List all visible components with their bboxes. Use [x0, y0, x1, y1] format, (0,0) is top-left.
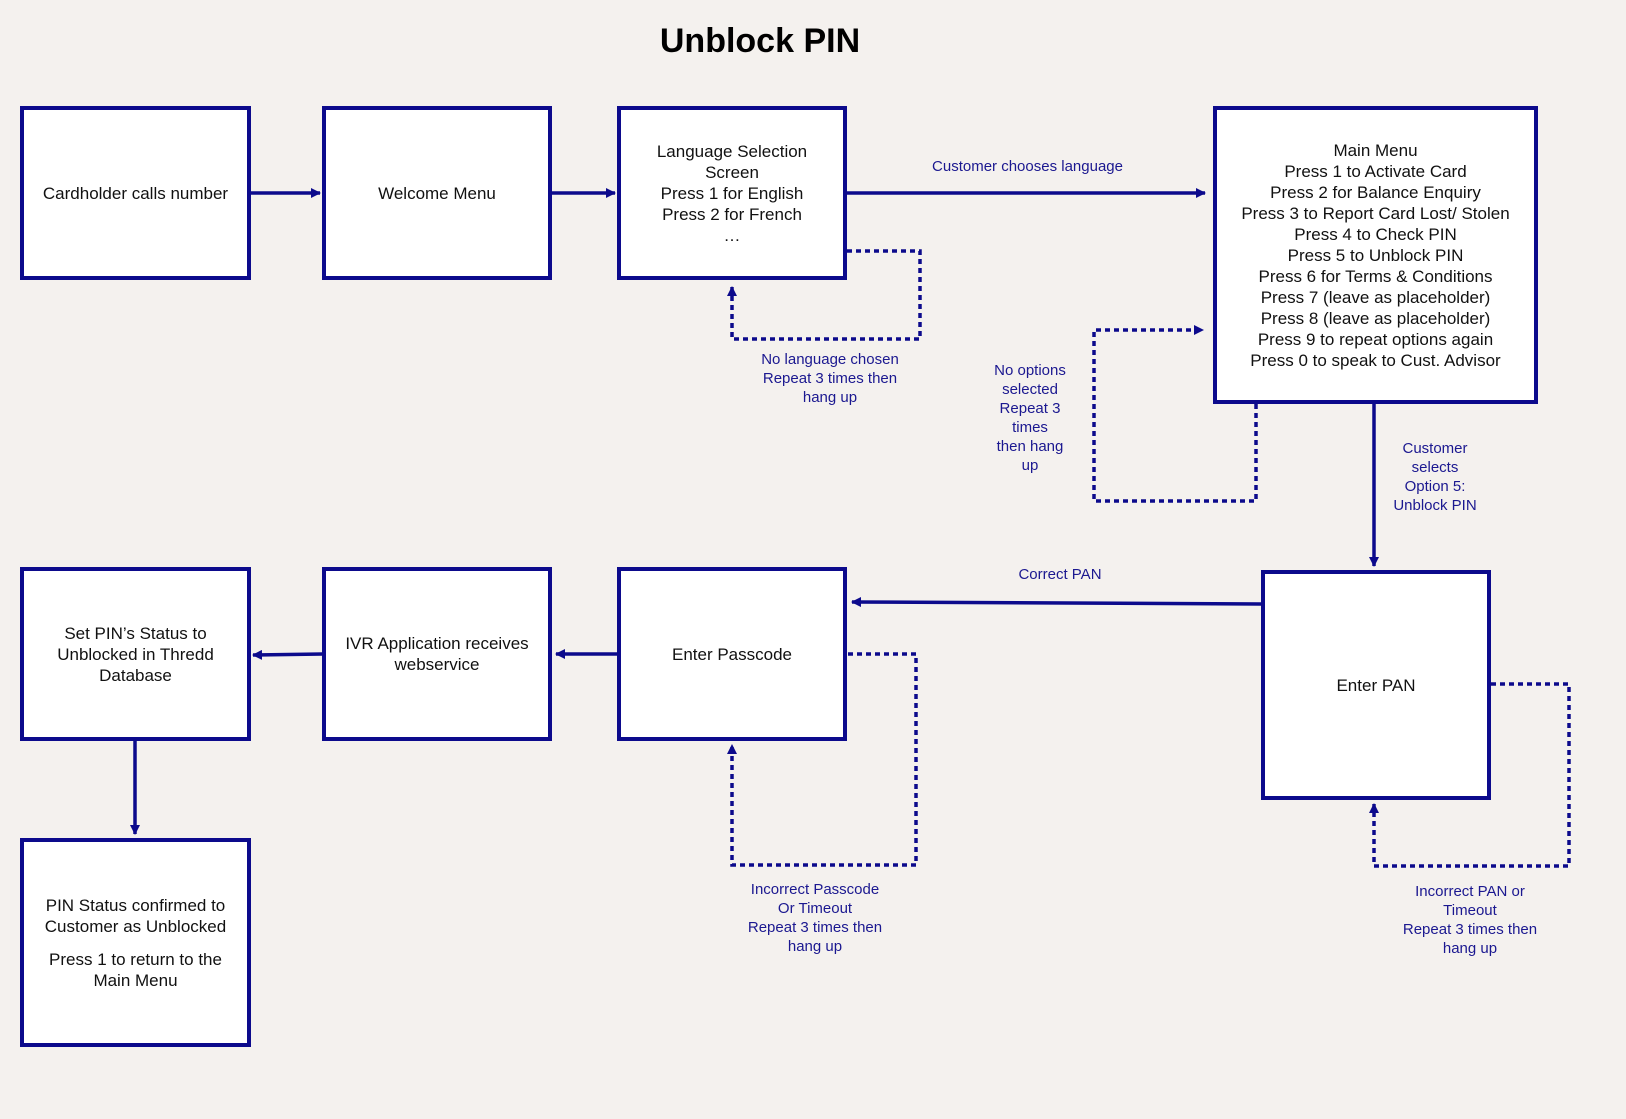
page-title: Unblock PIN — [659, 22, 861, 60]
node-text: Press 7 (leave as placeholder) — [1260, 287, 1491, 307]
label-text: selects — [1411, 459, 1459, 476]
node-text: Press 5 to Unblock PIN — [1287, 245, 1464, 265]
node-language-selection: Language Selection Screen Press 1 for En… — [617, 106, 847, 280]
node-text: Press 1 to Activate Card — [1284, 161, 1467, 181]
node-text: Language Selection — [656, 141, 808, 161]
loop-incorrect-passcode — [727, 652, 918, 867]
label-incorrect-pan: Incorrect PAN or Timeout Repeat 3 times … — [1380, 882, 1560, 958]
node-text: Press 0 to speak to Cust. Advisor — [1250, 350, 1501, 370]
label-text: Customer chooses language — [932, 158, 1123, 175]
node-text: Set PIN’s Status to — [64, 623, 207, 643]
node-text: Press 3 to Report Card Lost/ Stolen — [1241, 203, 1510, 223]
node-text: webservice — [394, 655, 480, 674]
node-enter-pan: Enter PAN — [1261, 570, 1491, 800]
node-text: Enter PAN — [1336, 675, 1416, 695]
node-text: Press 2 for French — [662, 204, 802, 224]
node-text: Main Menu — [1333, 140, 1418, 160]
node-text: Press 1 for English — [660, 183, 804, 203]
arrow-ivr-to-set-status — [252, 649, 324, 660]
label-text: then hang — [996, 438, 1064, 455]
node-text: Database — [99, 665, 172, 685]
label-correct-pan: Correct PAN — [1000, 565, 1120, 584]
node-text: Press 9 to repeat options again — [1257, 329, 1494, 349]
label-text: Incorrect PAN or — [1415, 883, 1525, 900]
node-text: Screen — [705, 162, 759, 182]
label-customer-chooses-language: Customer chooses language — [915, 157, 1140, 176]
label-customer-selects-option-5: Customer selects Option 5: Unblock PIN — [1380, 439, 1490, 515]
label-text: hang up — [787, 938, 843, 955]
label-text: times — [1012, 419, 1048, 436]
node-text: Welcome Menu — [378, 183, 496, 203]
arrow-enter-pan-to-passcode — [851, 597, 1262, 608]
label-text: hang up — [1442, 940, 1498, 957]
label-no-options-selected: No options selected Repeat 3 times then … — [975, 361, 1085, 475]
label-text: Or Timeout — [777, 900, 853, 917]
label-text: selected — [1002, 381, 1058, 398]
node-set-pin-status: Set PIN’s Status to Unblocked in Thredd … — [20, 567, 251, 741]
node-text: Customer as Unblocked — [44, 916, 227, 936]
node-cardholder-calls: Cardholder calls number — [20, 106, 251, 280]
node-text: Cardholder calls number — [42, 183, 229, 203]
label-text: Customer — [1402, 440, 1468, 457]
label-text: Unblock PIN — [1393, 497, 1477, 514]
node-text: PIN Status confirmed to — [45, 895, 226, 915]
node-text: Main Menu — [93, 970, 178, 990]
label-text: Option 5: — [1404, 478, 1466, 495]
label-text: Repeat 3 times then — [1402, 921, 1538, 938]
node-ivr-application: IVR Application receives webservice — [322, 567, 552, 741]
loop-no-language — [727, 249, 922, 341]
label-text: Correct PAN — [1018, 566, 1102, 583]
node-pin-status-confirmed: PIN Status confirmed to Customer as Unbl… — [20, 838, 251, 1047]
node-text: Press 4 to Check PIN — [1294, 224, 1457, 244]
node-text: Press 8 (leave as placeholder) — [1260, 308, 1491, 328]
label-text: hang up — [802, 389, 858, 406]
node-text: Press 6 for Terms & Conditions — [1258, 266, 1493, 286]
loop-no-options — [1092, 325, 1258, 503]
node-text: Unblocked in Thredd — [57, 644, 214, 664]
label-text: Incorrect Passcode — [750, 881, 880, 898]
label-text: No options — [994, 362, 1066, 379]
label-text: No language chosen — [761, 351, 899, 368]
node-text: Press 1 to return to the — [49, 949, 222, 969]
node-enter-passcode: Enter Passcode — [617, 567, 847, 741]
label-text: Timeout — [1443, 902, 1497, 919]
node-text: Press 2 for Balance Enquiry — [1270, 182, 1481, 202]
label-text: Repeat 3 times then — [747, 919, 883, 936]
label-no-language-chosen: No language chosen Repeat 3 times then h… — [740, 350, 920, 407]
node-text: … — [723, 225, 741, 245]
label-text: Repeat 3 — [999, 400, 1061, 417]
node-main-menu: Main Menu Press 1 to Activate Card Press… — [1213, 106, 1538, 404]
label-text: Repeat 3 times then — [762, 370, 898, 387]
node-welcome-menu: Welcome Menu — [322, 106, 552, 280]
label-text: up — [1021, 457, 1039, 474]
node-text: IVR Application receives — [345, 634, 529, 653]
label-incorrect-passcode: Incorrect Passcode Or Timeout Repeat 3 t… — [725, 880, 905, 956]
node-text: Enter Passcode — [671, 644, 792, 664]
